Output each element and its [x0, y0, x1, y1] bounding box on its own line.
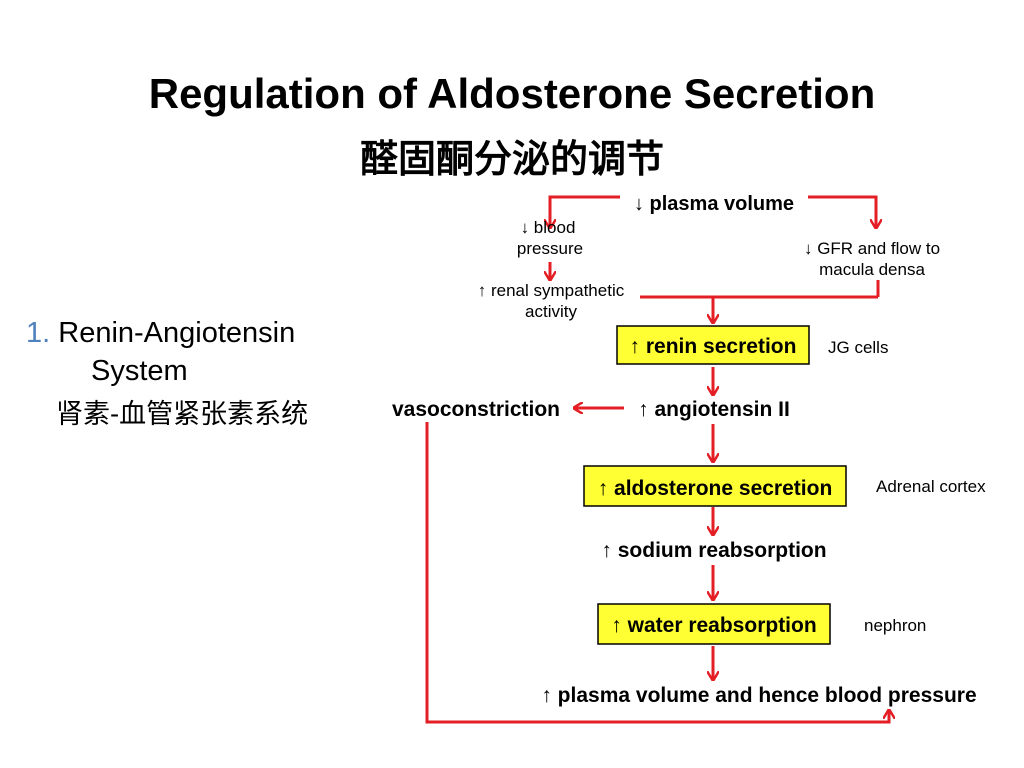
slide-title: Regulation of Aldosterone Secretion: [148, 70, 876, 117]
label-angiotensin: ↑ angiotensin II: [638, 398, 790, 421]
bullet-chinese: 肾素-血管紧张素系统: [56, 399, 309, 430]
arrow-plasma-to-gfr: [808, 195, 876, 228]
label-renal-symp-1: ↑ renal sympathetic: [478, 281, 625, 300]
arrows: [425, 195, 889, 724]
arrow-plasma-to-bp: [550, 195, 620, 228]
label-nephron: nephron: [864, 616, 926, 635]
water-box: [597, 603, 831, 645]
label-jg-cells: JG cells: [828, 338, 888, 357]
label-blood-pressure-2: pressure: [517, 239, 583, 258]
renin-box: [616, 325, 810, 365]
label-renin: ↑ renin secretion: [630, 335, 797, 358]
bullet-number: 1.: [26, 317, 51, 349]
diagram-labels: ↓ plasma volume ↓ blood pressure ↓ GFR a…: [392, 193, 986, 707]
arrow-vaso-to-final: [425, 422, 889, 724]
bullet-line2: System: [91, 355, 188, 387]
label-vasoconstriction: vasoconstriction: [392, 398, 560, 421]
label-sodium: ↑ sodium reabsorption: [601, 539, 826, 562]
label-gfr-1: ↓ GFR and flow to: [804, 239, 940, 258]
label-gfr-2: macula densa: [819, 260, 925, 279]
label-renal-symp-2: activity: [525, 302, 577, 321]
label-adrenal-cortex: Adrenal cortex: [876, 477, 986, 496]
label-plasma-volume: ↓ plasma volume: [634, 193, 794, 215]
label-final: ↑ plasma volume and hence blood pressure: [541, 684, 976, 707]
bullet-item: 1. Renin-Angiotensin System 肾素-血管紧张素系统: [26, 314, 308, 434]
label-aldosterone: ↑ aldosterone secretion: [598, 477, 833, 500]
highlight-boxes: [583, 325, 847, 645]
label-water: ↑ water reabsorption: [611, 614, 816, 637]
slide-subtitle: 醛固酮分泌的调节: [359, 137, 664, 181]
bullet-line1: Renin-Angiotensin: [58, 317, 296, 349]
label-blood-pressure-1: ↓ blood: [521, 218, 576, 237]
aldosterone-box: [583, 465, 847, 507]
